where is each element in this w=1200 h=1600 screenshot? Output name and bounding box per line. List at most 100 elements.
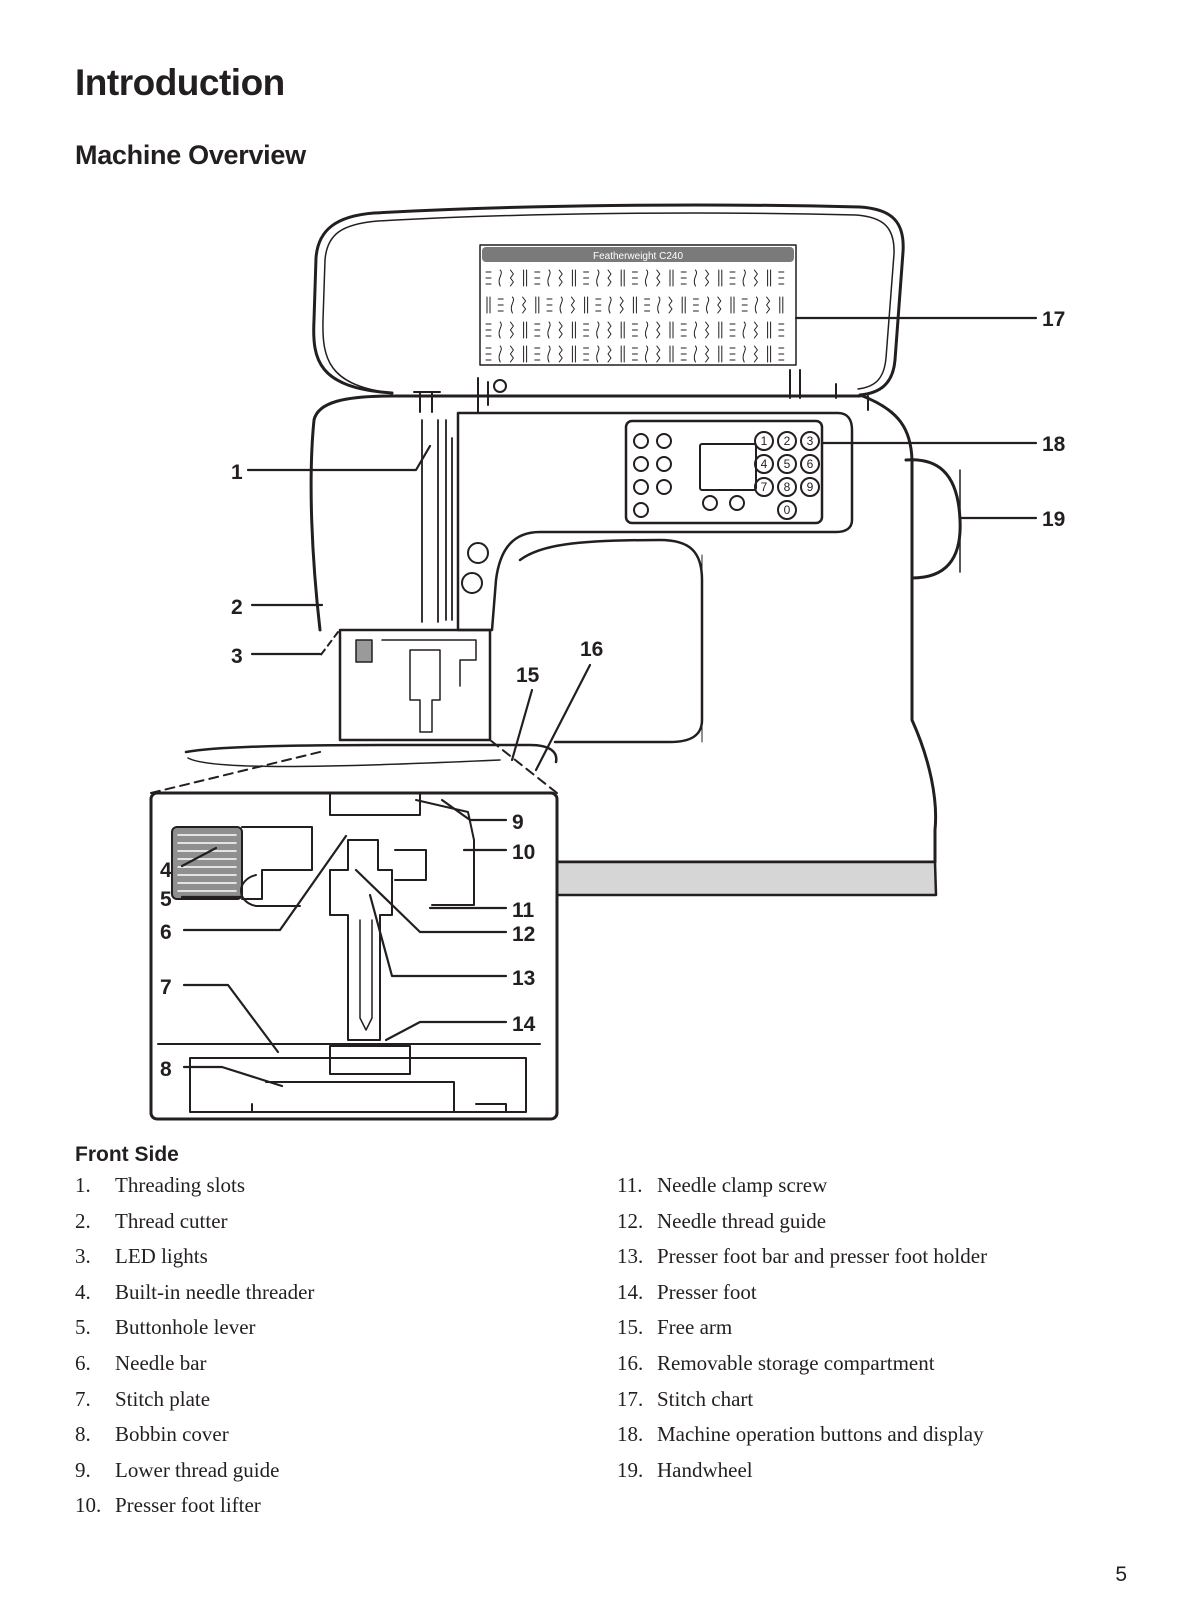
stitch-glyph bbox=[607, 269, 612, 287]
stitch-glyph bbox=[608, 296, 612, 314]
keypad-digit: 2 bbox=[784, 434, 791, 448]
callout-11: 11 bbox=[512, 899, 535, 922]
stitch-glyph bbox=[523, 321, 528, 339]
stitch-glyph bbox=[742, 269, 746, 287]
stitch-glyph bbox=[778, 347, 785, 361]
callout-10: 10 bbox=[512, 841, 535, 864]
keypad-digit: 0 bbox=[784, 503, 791, 517]
stitch-glyph bbox=[729, 271, 736, 285]
stitch-glyph bbox=[705, 269, 710, 287]
stitch-glyph bbox=[656, 345, 661, 363]
stitch-glyph bbox=[620, 269, 625, 287]
stitch-glyph bbox=[730, 296, 735, 314]
list-item: 19. Handwheel bbox=[617, 1458, 987, 1494]
stitch-glyph bbox=[523, 345, 528, 363]
list-item-number: 1. bbox=[75, 1173, 91, 1197]
list-item-number: 10. bbox=[75, 1493, 102, 1518]
stitch-glyph bbox=[534, 271, 541, 285]
stitch-glyph bbox=[534, 347, 541, 361]
stitch-glyph bbox=[596, 345, 600, 363]
stitch-glyph bbox=[718, 269, 723, 287]
keypad-button bbox=[754, 454, 774, 474]
keypad-button bbox=[754, 431, 774, 451]
list-item-number: 11. bbox=[617, 1173, 643, 1197]
stitch-glyph bbox=[669, 321, 674, 339]
stitch-glyph bbox=[767, 345, 772, 363]
list-item-label: Thread cutter bbox=[115, 1208, 228, 1233]
list-item: 1.Threading slots bbox=[75, 1173, 314, 1209]
keypad-digit: 1 bbox=[761, 434, 768, 448]
list-item-number: 3. bbox=[75, 1244, 91, 1269]
list-item-number: 19. bbox=[617, 1457, 644, 1482]
callout-numbers: 1 2 3 4 5 6 7 8 9 10 11 12 13 14 15 16 1… bbox=[160, 308, 1066, 1081]
stitch-glyph bbox=[718, 345, 723, 363]
list-item-label: Removable storage compartment bbox=[657, 1350, 935, 1375]
stitch-glyph bbox=[485, 347, 492, 361]
stitch-glyph bbox=[595, 298, 602, 312]
stitch-glyph bbox=[656, 321, 661, 339]
stitch-glyph bbox=[753, 345, 758, 363]
list-item: 11.Needle clamp screw bbox=[617, 1173, 987, 1209]
stitch-glyph bbox=[644, 321, 649, 339]
stitch-glyph bbox=[631, 323, 638, 337]
keypad-button bbox=[777, 477, 797, 497]
callout-19: 19 bbox=[1042, 508, 1065, 531]
stitch-glyph bbox=[668, 296, 673, 314]
stitch-glyph bbox=[705, 345, 710, 363]
list-item: 7.Stitch plate bbox=[75, 1387, 314, 1423]
stitch-glyph bbox=[607, 345, 612, 363]
list-item: 16.Removable storage compartment bbox=[617, 1351, 987, 1387]
list-item-label: Stitch plate bbox=[115, 1386, 211, 1411]
list-item-label: Presser foot bbox=[657, 1279, 757, 1304]
stitch-glyph bbox=[681, 296, 686, 314]
section-title: Machine Overview bbox=[75, 140, 306, 170]
callout-16: 16 bbox=[580, 638, 603, 661]
stitch-glyph bbox=[583, 323, 590, 337]
stitch-glyph bbox=[669, 345, 674, 363]
list-item: 8.Bobbin cover bbox=[75, 1422, 314, 1458]
stitch-glyph bbox=[498, 269, 502, 287]
stitch-glyph bbox=[571, 321, 576, 339]
stitch-glyph bbox=[596, 321, 600, 339]
list-item-number: 13. bbox=[617, 1244, 644, 1269]
stitch-glyph bbox=[644, 345, 649, 363]
keypad-button bbox=[777, 431, 797, 451]
keypad-digit: 3 bbox=[807, 434, 814, 448]
stitch-glyph bbox=[644, 298, 651, 312]
callout-6: 6 bbox=[160, 921, 172, 944]
stitch-glyph bbox=[632, 296, 637, 314]
stitch-glyph bbox=[742, 345, 746, 363]
callout-7: 7 bbox=[160, 976, 172, 999]
stitch-glyph bbox=[558, 269, 563, 287]
stitch-glyph bbox=[547, 321, 551, 339]
list-item-label: Needle bar bbox=[115, 1350, 207, 1375]
stitch-glyph bbox=[571, 269, 576, 287]
stitch-glyph bbox=[657, 296, 661, 314]
callout-17: 17 bbox=[1042, 308, 1065, 331]
stitch-glyph bbox=[547, 345, 551, 363]
lid bbox=[312, 203, 905, 397]
page-title: Introduction bbox=[75, 62, 285, 103]
free-arm bbox=[184, 743, 558, 764]
stitch-glyph bbox=[767, 269, 772, 287]
stitch-glyph bbox=[766, 296, 771, 314]
stitch-glyph bbox=[546, 298, 553, 312]
stitch-glyph bbox=[631, 271, 638, 285]
list-item: 17.Stitch chart bbox=[617, 1387, 987, 1423]
stitch-glyph bbox=[571, 345, 576, 363]
stitch-chart: Featherweight C240 bbox=[479, 244, 797, 366]
list-item: 14.Presser foot bbox=[617, 1280, 987, 1316]
callout-18: 18 bbox=[1042, 433, 1066, 456]
keypad-button bbox=[777, 454, 797, 474]
keypad-digit: 4 bbox=[761, 457, 768, 471]
list-item-label: Presser foot lifter bbox=[115, 1493, 261, 1518]
stitch-glyph bbox=[509, 321, 514, 339]
list-item-label: Handwheel bbox=[657, 1457, 753, 1482]
stitch-glyph bbox=[485, 323, 492, 337]
stitch-glyph bbox=[497, 298, 504, 312]
list-item-number: 6. bbox=[75, 1350, 91, 1375]
stitch-glyph bbox=[559, 296, 563, 314]
list-item: 15.Free arm bbox=[617, 1315, 987, 1351]
